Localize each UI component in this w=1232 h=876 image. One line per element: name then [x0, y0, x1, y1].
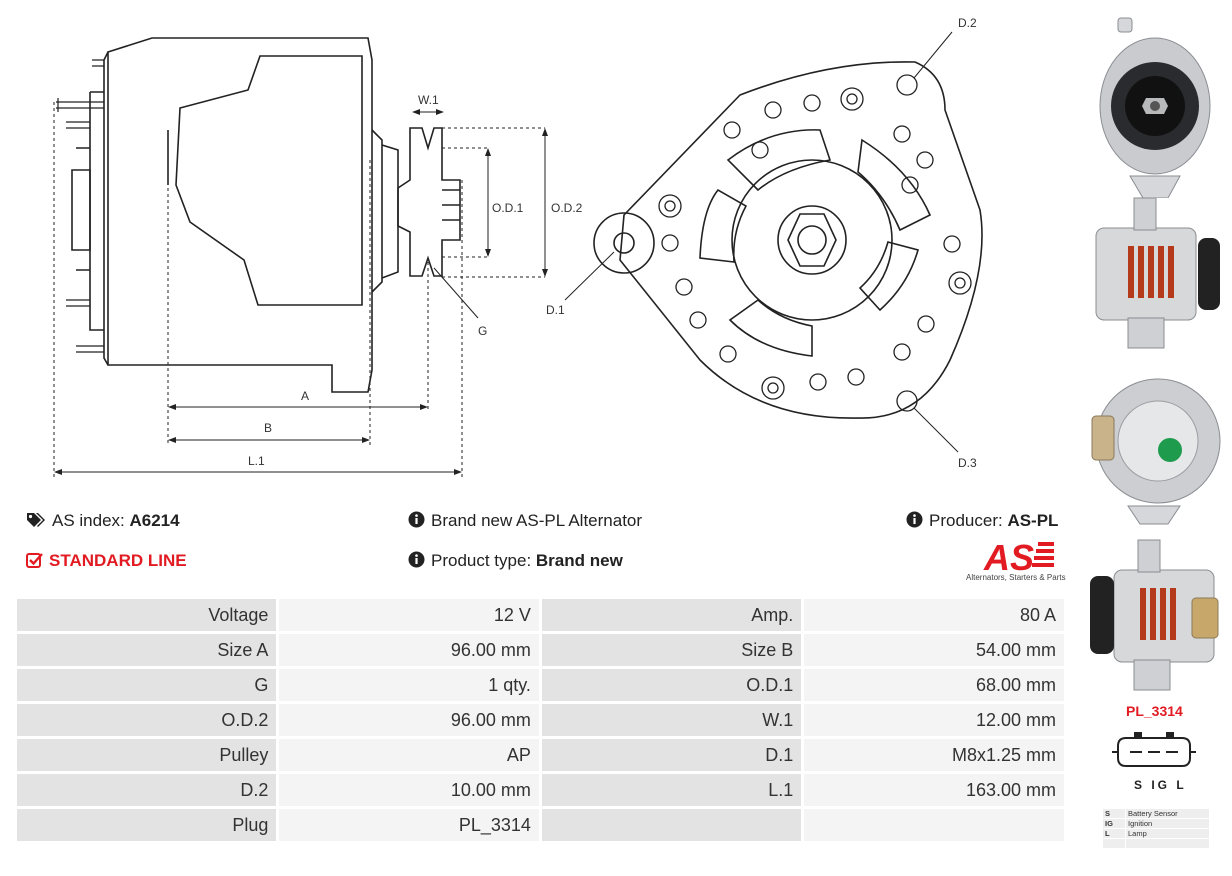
legend-code: L: [1103, 829, 1125, 838]
spec-key: Size A: [17, 634, 277, 666]
dim-label-od1: O.D.1: [492, 201, 524, 215]
dim-label-b: B: [264, 421, 272, 435]
description-text: Brand new AS-PL Alternator: [431, 511, 643, 530]
spec-key: D.2: [17, 774, 277, 806]
legend-desc: Lamp: [1126, 829, 1209, 838]
producer: Producer: AS-PL: [906, 511, 1058, 531]
dim-label-l1: L.1: [248, 454, 265, 468]
logo-text: AS: [983, 537, 1034, 578]
product-photo-front: [1099, 17, 1211, 198]
dim-label-g: G: [478, 324, 487, 338]
product-type-label: Product type:: [431, 551, 532, 570]
spec-key: L.1: [541, 774, 802, 806]
producer-value: AS-PL: [1007, 511, 1059, 530]
product-description: Brand new AS-PL Alternator: [408, 511, 642, 531]
alternator-side-body: [107, 37, 373, 393]
spec-value: 96.00 mm: [279, 634, 539, 666]
spec-key: Amp.: [541, 599, 802, 631]
legend-code: [1103, 839, 1125, 848]
spec-value: 10.00 mm: [279, 774, 539, 806]
spec-value: 1 qty.: [279, 669, 539, 701]
standard-line-text: STANDARD LINE: [49, 551, 187, 570]
plug-pin-labels: S IG L: [1134, 778, 1187, 792]
spec-key: O.D.1: [541, 669, 802, 701]
spec-value: 12 V: [279, 599, 539, 631]
spec-value: PL_3314: [279, 809, 539, 841]
dim-label-d3: D.3: [958, 456, 977, 470]
spec-value: 80 A: [804, 599, 1064, 631]
product-photo-side: [1095, 197, 1220, 349]
plug-connector-icon: [1112, 732, 1196, 767]
plug-title: PL_3314: [1126, 703, 1183, 719]
dim-label-od2: O.D.2: [551, 201, 583, 215]
alternator-front-plate: [619, 61, 983, 419]
legend-desc: [1126, 839, 1209, 848]
spec-key: Size B: [541, 634, 802, 666]
standard-line-badge: STANDARD LINE: [26, 551, 187, 571]
spec-key: Plug: [17, 809, 277, 841]
spec-value: [804, 809, 1064, 841]
legend-row: [1103, 839, 1209, 848]
info-icon: [408, 511, 425, 528]
spec-key: W.1: [541, 704, 802, 736]
spec-value: 96.00 mm: [279, 704, 539, 736]
tags-icon: [27, 513, 45, 527]
info-icon: [906, 511, 923, 528]
technical-drawing: W.1 O.D.1 O.D.2 G A B L.1 D.1 D.2 D.3: [53, 16, 983, 478]
spec-value: 54.00 mm: [804, 634, 1064, 666]
producer-label: Producer:: [929, 511, 1003, 530]
product-type: Product type: Brand new: [408, 551, 623, 571]
as-index-value: A6214: [129, 511, 180, 530]
dim-label-d1: D.1: [546, 303, 565, 317]
spec-key: Voltage: [17, 599, 277, 631]
spec-key: O.D.2: [17, 704, 277, 736]
spec-key: D.1: [541, 739, 802, 771]
dim-label-a: A: [301, 389, 309, 403]
spec-value: 163.00 mm: [804, 774, 1064, 806]
legend-desc: Battery Sensor: [1126, 809, 1209, 818]
product-photo-angle: [1090, 539, 1219, 691]
spec-value: M8x1.25 mm: [804, 739, 1064, 771]
as-pl-logo: AS: [983, 537, 1054, 578]
as-index: AS index: A6214: [26, 511, 180, 531]
legend-code: IG: [1103, 819, 1125, 828]
spec-value: 12.00 mm: [804, 704, 1064, 736]
spec-value: 68.00 mm: [804, 669, 1064, 701]
dim-label-w1: W.1: [418, 93, 439, 107]
dim-label-d2: D.2: [958, 16, 977, 30]
spec-value: AP: [279, 739, 539, 771]
as-index-label: AS index:: [52, 511, 125, 530]
logo-tagline: Alternators, Starters & Parts: [966, 573, 1066, 582]
product-type-value: Brand new: [535, 551, 623, 570]
spec-key: Pulley: [17, 739, 277, 771]
product-photo-rear: [1091, 378, 1221, 525]
spec-key: [541, 809, 802, 841]
legend-code: S: [1103, 809, 1125, 818]
legend-desc: Ignition: [1126, 819, 1209, 828]
checkbox-icon: [26, 553, 43, 568]
info-icon: [408, 551, 425, 568]
pulley-side: [397, 127, 461, 277]
spec-key: G: [17, 669, 277, 701]
